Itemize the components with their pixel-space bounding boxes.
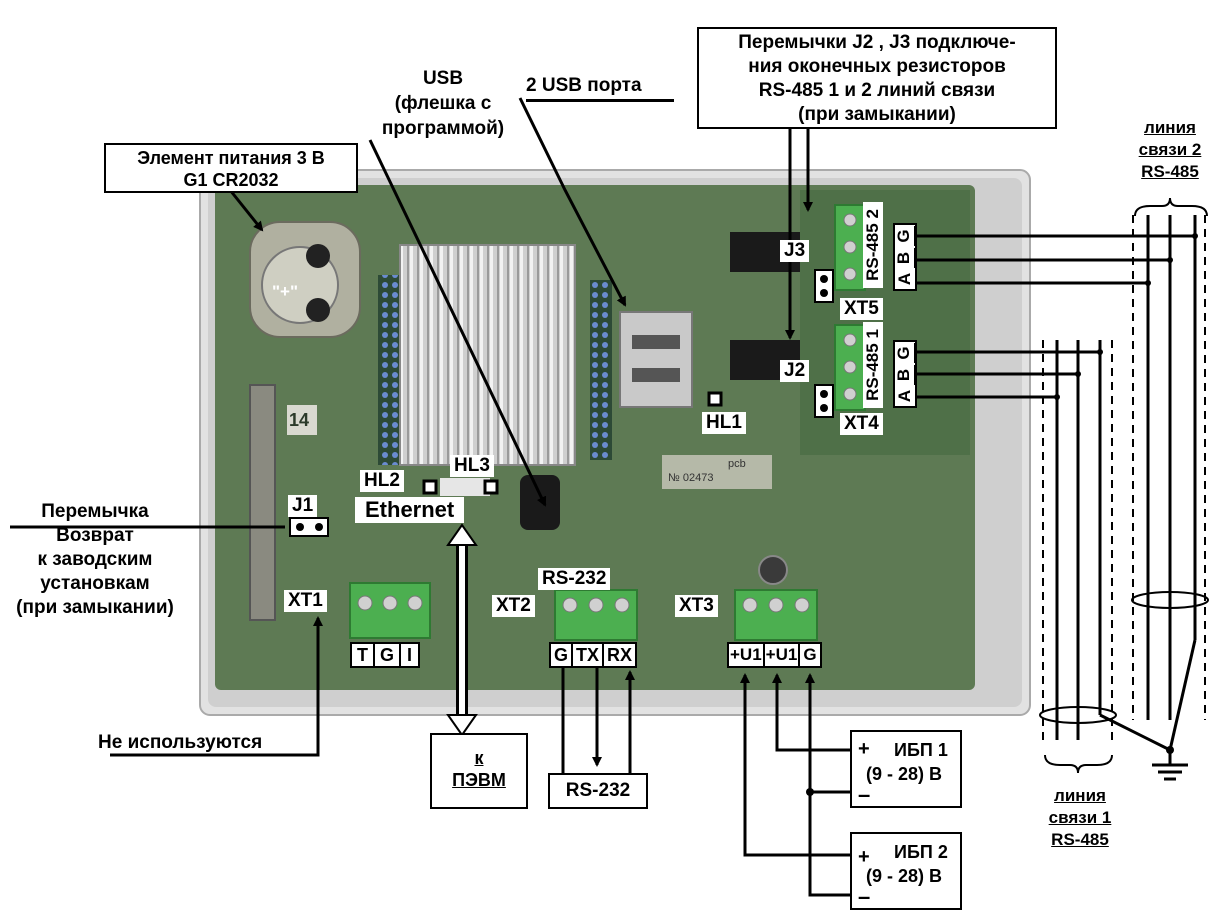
ethernet-module [440,478,490,496]
xt3-pins: +U1 +U1 G [727,642,822,668]
label-silk-14: 14 [289,410,310,430]
label-rs232: RS-232 [538,568,611,590]
battery-plus-mark: "+" [272,282,299,301]
pc-box: к ПЭВМ [430,733,528,809]
label-pcb: pcb [728,458,746,470]
rs485-line1-wires [905,340,1171,752]
xt4-pin-a: A [895,389,914,403]
label-j3: J3 [780,240,810,262]
xt4-pin-g: G [894,343,916,363]
usb-ports [619,311,693,408]
xt2-pin-g: G [551,644,574,666]
label-xt1: XT1 [284,590,327,612]
led-hl2 [422,479,438,495]
ethernet-arrow [446,523,478,737]
xt4-pin-b: B [894,365,916,385]
ups1-minus: – [858,782,871,807]
line2-label: линия связи 2 RS-485 [1138,118,1202,181]
xt1-pin-g: G [375,644,402,666]
xt1-pin-i: I [407,645,413,665]
ups2-plus: + [858,846,870,868]
label-ethernet: Ethernet [355,497,465,523]
label-rs485-1: RS-485 1 [863,322,883,408]
ground-icon [1152,750,1188,781]
label-pcb-num: № 02473 [668,472,714,484]
jumper-j1-note: Перемычка Возврат к заводским установкам… [16,501,174,618]
line1-label: линия связи 1 RS-485 [1048,786,1112,849]
xt5-pin-a: A [895,272,914,286]
led-hl3 [483,479,499,495]
xt1-pins: T G I [350,642,421,668]
battery-callout: Элемент питания 3 В G1 CR2032 [104,143,358,193]
xt3-pin-u1a: +U1 [729,644,765,666]
xt5-pin-g: G [894,226,916,246]
label-hl3: HL3 [450,455,494,477]
led-hl1 [707,391,723,407]
xt3-pin-g: G [803,645,817,664]
usb-ports-label: 2 USB порта [526,75,674,102]
label-hl2: HL2 [360,470,404,492]
ups1-title: ИБП 1 [894,740,948,760]
pcb-board [215,185,975,690]
flash-slot [520,475,560,530]
xt5-pin-b: B [894,248,916,268]
xt3-pin-u1b: +U1 [765,644,801,666]
xt4-pins: G B A [893,340,917,408]
ups2-minus: – [858,884,871,909]
power-wires [740,673,852,897]
ups1-range: (9 - 28) В [866,764,943,784]
capacitor [758,555,788,585]
ups2-box: + ИБП 2 (9 - 28) В – [850,832,962,910]
leader-lines [10,97,813,757]
silk-14-box [287,405,317,435]
label-xt3: XT3 [675,595,718,617]
label-xt5: XT5 [840,298,883,320]
label-hl1: HL1 [702,412,746,434]
xt2-pin-rx: RX [607,645,633,665]
jumpers-callout: Перемычки J2 , J3 подключе- ния оконечны… [697,27,1057,129]
label-j2: J2 [780,360,810,382]
usb-flash-label: USB (флешка с программой) [381,68,505,139]
battery-line2: G1 CR2032 [183,170,279,190]
label-j1: J1 [288,495,318,517]
xt2-pin-tx: TX [573,644,605,666]
brace-line2 [1134,197,1208,217]
ups1-plus: + [858,738,870,760]
cable-shields [1039,591,1209,724]
xt1-pin-t: T [352,644,375,666]
label-xt2: XT2 [492,595,535,617]
ups1-box: + ИБП 1 (9 - 28) В – [850,730,962,808]
not-used-label: Не используются [98,732,263,753]
rs232-box: RS-232 [548,773,648,809]
heatsink [399,244,576,466]
pin-header-right [590,280,612,460]
side-slot [249,384,276,621]
rs485-line2-wires [905,215,1197,751]
battery-line1: Элемент питания 3 В [137,148,325,168]
xt2-pins: G TX RX [549,642,638,668]
xt5-pins: G B A [893,223,917,291]
label-xt4: XT4 [840,413,883,435]
brace-line1 [1044,754,1113,774]
ups2-title: ИБП 2 [894,842,948,862]
ups2-range: (9 - 28) В [866,866,943,886]
pcb-label [662,455,772,489]
label-rs485-2: RS-485 2 [863,202,883,288]
